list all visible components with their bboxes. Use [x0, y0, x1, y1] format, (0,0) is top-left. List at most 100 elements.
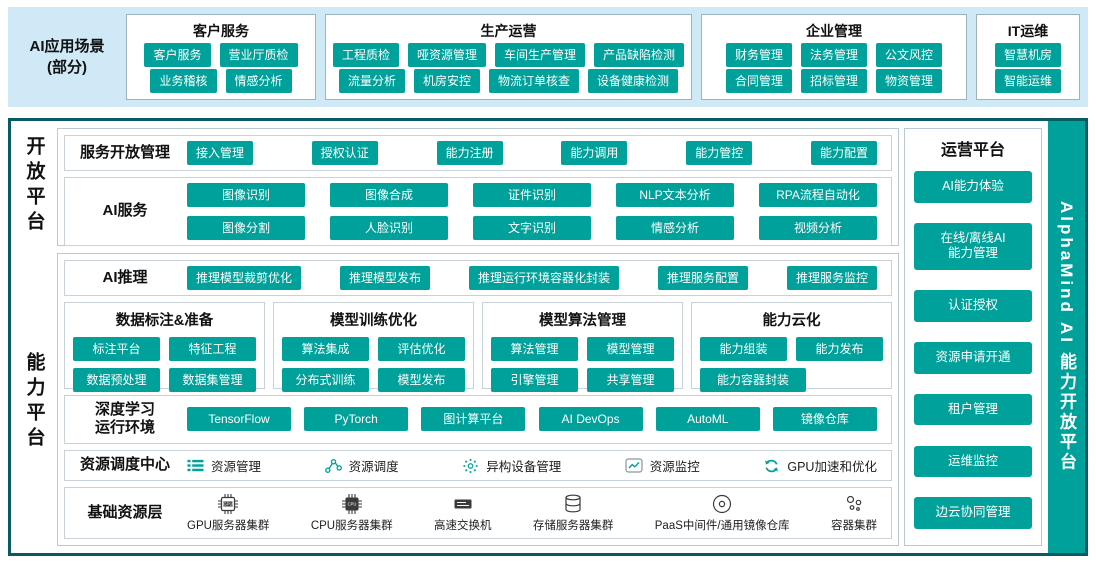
capability-chip: 算法管理	[491, 337, 578, 361]
scheduling-item-label: GPU加速和优化	[787, 460, 877, 474]
row-title: 基础资源层	[87, 503, 163, 521]
scheduling-item-label: 异构设备管理	[486, 460, 562, 474]
scenario-chip-row: 智慧机房	[983, 43, 1073, 67]
capability-chip: 证件识别	[473, 183, 591, 207]
capability-platform-panel: AI推理 推理模型裁剪优化 推理模型发布 推理运行环境容器化封装 推理服务配置 …	[57, 253, 899, 546]
scenario-group-title: 企业管理	[806, 23, 862, 39]
ops-chip: 租户管理	[914, 393, 1032, 426]
scenario-chip: 车间生产管理	[495, 43, 586, 67]
block-chip-row: 算法管理 模型管理	[491, 337, 674, 361]
capability-chip: 模型发布	[378, 368, 465, 392]
scenario-chip-row: 合同管理 招标管理 物资管理	[708, 69, 960, 93]
infrastructure-item: 存储服务器集群	[532, 493, 614, 533]
ai-services-chip-row: 图像识别 图像合成 证件识别 NLP文本分析 RPA流程自动化	[181, 183, 883, 207]
infrastructure-items: GPU GPU服务器集群 CPU CPU服务器集群 高速交换机	[181, 493, 883, 533]
ai-inference-row: AI推理 推理模型裁剪优化 推理模型发布 推理运行环境容器化封装 推理服务配置 …	[64, 260, 892, 296]
scenario-chip: 业务稽核	[150, 69, 217, 93]
scenario-chip: 产品缺陷检测	[594, 43, 685, 67]
scheduling-item: 资源监控	[625, 456, 700, 475]
scenario-chip: 法务管理	[800, 43, 867, 67]
ai-inference-chips: 推理模型裁剪优化 推理模型发布 推理运行环境容器化封装 推理服务配置 推理服务监…	[181, 266, 883, 290]
scenario-chip: 情感分析	[225, 69, 292, 93]
scenario-groups: 客户服务 客户服务 营业厅质检 业务稽核 情感分析 生产运营 工程质检 哑资源管…	[126, 14, 1080, 100]
gpu-accel-icon	[763, 458, 780, 474]
svg-text:GPU: GPU	[224, 501, 233, 506]
scenario-chip: 物流订单核查	[489, 69, 580, 93]
service-open-mgmt-row: 服务开放管理 接入管理 授权认证 能力注册 能力调用 能力管控 能力配置	[64, 135, 892, 171]
scheduling-item-label: 资源监控	[649, 460, 700, 474]
brand-title: AlphaMind AI 能力开放平台	[1057, 201, 1076, 473]
scenario-chip: 工程质检	[332, 43, 399, 67]
capability-chip: 能力配置	[810, 141, 877, 165]
scenario-chip: 财务管理	[725, 43, 792, 67]
capability-chip: 特征工程	[169, 337, 256, 361]
infrastructure-item: GPU GPU服务器集群	[187, 493, 269, 533]
ops-chip: 运维监控	[914, 445, 1032, 478]
ops-chip: AI能力体验	[914, 171, 1032, 203]
scheduling-item-label: 资源管理	[211, 460, 262, 474]
cpu-chip-icon: CPU	[341, 493, 363, 515]
platform-frame: 开放平台 能力平台 服务开放管理 接入管理 授权认证 能力注册 能力调用 能力管…	[8, 118, 1088, 556]
capability-chip: 能力发布	[796, 337, 883, 361]
capability-chip: RPA流程自动化	[759, 183, 877, 207]
block-capability-cloudification: 能力云化 能力组装 能力发布 能力容器封装	[691, 302, 892, 392]
block-chip-row: 能力组装 能力发布	[700, 337, 883, 361]
hetero-device-icon	[462, 458, 479, 474]
capability-chip: 图像合成	[330, 183, 448, 207]
block-title: 数据标注&准备	[115, 313, 214, 329]
scenario-chip: 机房安控	[413, 69, 480, 93]
container-cluster-icon	[843, 493, 865, 515]
block-title: 模型训练优化	[330, 313, 417, 329]
scenario-chip: 设备健康检测	[588, 69, 679, 93]
capability-chip: 推理服务监控	[786, 266, 877, 290]
side-label-capability-platform-area: 能力平台	[11, 251, 57, 553]
ops-chip: 认证授权	[914, 290, 1032, 322]
storage-icon	[562, 493, 584, 515]
scenario-chip: 智慧机房	[994, 43, 1061, 67]
capability-chip: 图像分割	[187, 216, 305, 240]
scheduling-item: GPU加速和优化	[763, 456, 877, 475]
infrastructure-item: PaaS中间件/通用镜像仓库	[655, 493, 790, 533]
infrastructure-item-label: PaaS中间件/通用镜像仓库	[654, 520, 790, 532]
scenario-group-title: IT运维	[1007, 23, 1049, 39]
capability-chip: 数据集管理	[169, 368, 256, 392]
infrastructure-item-label: 存储服务器集群	[532, 520, 614, 532]
block-model-algorithm-mgmt: 模型算法管理 算法管理 模型管理 引擎管理 共享管理	[482, 302, 683, 392]
scenario-chip: 智能运维	[994, 69, 1061, 93]
scenario-chip: 营业厅质检	[219, 43, 298, 67]
capability-chip: AI DevOps	[538, 407, 643, 432]
scheduling-item-label: 资源调度	[348, 460, 399, 474]
scenario-chip-row: 业务稽核 情感分析	[133, 69, 309, 93]
svg-text:CPU: CPU	[347, 502, 356, 507]
ops-platform-panel: 运营平台 AI能力体验 在线/离线AI 能力管理 认证授权 资源申请开通 租户管…	[904, 128, 1042, 546]
capability-chip: 图计算平台	[421, 407, 526, 432]
row-title: 资源调度中心	[79, 456, 170, 474]
scenario-chip-row: 流量分析 机房安控 物流订单核查 设备健康检测	[332, 69, 685, 93]
capability-chip: 情感分析	[616, 216, 734, 240]
capability-chip: 授权认证	[311, 141, 378, 165]
list-icon	[187, 458, 204, 474]
capability-chip: 能力注册	[436, 141, 503, 165]
center-column: 服务开放管理 接入管理 授权认证 能力注册 能力调用 能力管控 能力配置 AI服…	[57, 121, 904, 553]
gpu-chip-icon: GPU	[217, 493, 239, 515]
ops-chip: 资源申请开通	[914, 341, 1032, 374]
scenario-group-title: 生产运营	[480, 23, 537, 39]
infrastructure-item: 高速交换机	[434, 493, 491, 533]
scenario-chip-row: 工程质检 哑资源管理 车间生产管理 产品缺陷检测	[332, 43, 685, 67]
block-chip-row: 分布式训练 模型发布	[282, 368, 465, 392]
row-title: 深度学习 运行环境	[94, 400, 155, 437]
block-model-training: 模型训练优化 算法集成 评估优化 分布式训练 模型发布	[273, 302, 474, 392]
monitor-chart-icon	[625, 458, 643, 473]
capability-chip: 算法集成	[282, 337, 369, 361]
scenario-chip-row: 财务管理 法务管理 公文风控	[708, 43, 960, 67]
block-data-labeling: 数据标注&准备 标注平台 特征工程 数据预处理 数据集管理	[64, 302, 265, 392]
capability-chip: 引擎管理	[491, 368, 578, 392]
dl-runtime-row: 深度学习 运行环境 TensorFlow PyTorch 图计算平台 AI De…	[64, 394, 892, 444]
infrastructure-item: 容器集群	[831, 493, 877, 533]
scenarios-band: AI应用场景 (部分) 客户服务 客户服务 营业厅质检 业务稽核 情感分析 生产…	[8, 7, 1088, 107]
capability-chip: AutoML	[655, 407, 760, 432]
capability-chip: 评估优化	[378, 337, 465, 361]
capability-chip: 人脸识别	[330, 216, 448, 240]
scenario-chip: 合同管理	[725, 69, 792, 93]
capability-chip: NLP文本分析	[616, 183, 734, 207]
